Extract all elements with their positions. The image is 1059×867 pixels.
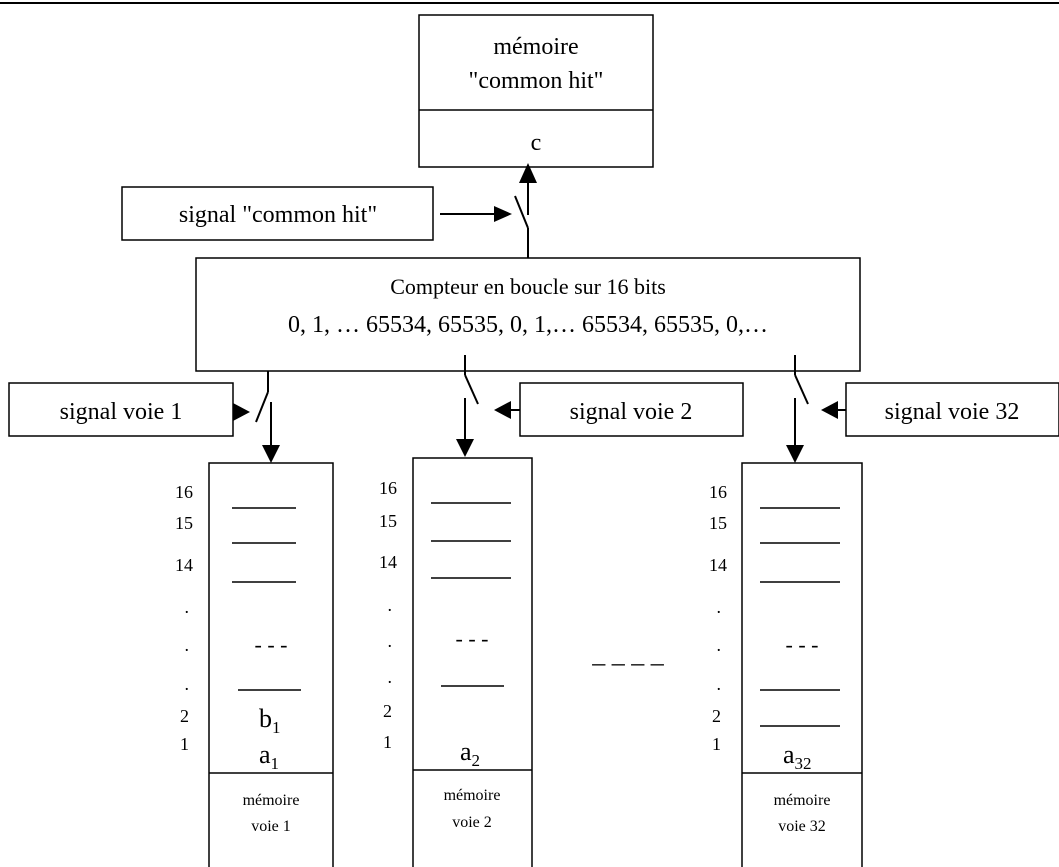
common-memory-title-line1: mémoire: [493, 34, 578, 60]
ch1-row-label: 15: [175, 513, 193, 533]
ch32-row-label: 14: [709, 555, 727, 575]
ch32-row-label: 2: [712, 706, 721, 726]
ch2-row-label: .: [388, 667, 393, 687]
between-channels-dashes: _ _ _ _: [591, 639, 665, 668]
ch32-row-label: 1: [712, 734, 721, 754]
ch1-row-label: .: [185, 635, 190, 655]
ch2-memory-outline: [412, 457, 533, 867]
ch32-signal-arrowhead: [821, 401, 838, 419]
common-signal-arrowhead: [494, 206, 512, 222]
ch1-value-b: b1: [259, 704, 281, 737]
ch1-switch-blade: [255, 391, 269, 423]
ch2-down-arrowhead: [456, 439, 474, 457]
ch2-row-label: 1: [383, 732, 392, 752]
ch1-signal-label: signal voie 1: [60, 399, 183, 425]
ch32-value-a: a32: [783, 740, 812, 773]
ch1-footer-line2: voie 1: [251, 818, 291, 835]
common-memory-title-line2: "common hit": [469, 68, 604, 94]
ch32-down-arrowhead: [786, 445, 804, 463]
ch32-ellipsis: - - -: [786, 632, 819, 657]
common-switch-blade: [514, 195, 529, 229]
common-memory-value: c: [531, 130, 542, 156]
ch32-memory-outline: [741, 462, 863, 867]
channel-32-memory: 16 15 14 . . . 2 1 - - - a32 mémoire voi…: [709, 462, 863, 867]
ch1-down-arrowhead: [262, 445, 280, 463]
ch2-row-label: 16: [379, 478, 397, 498]
ch1-row-label: 2: [180, 706, 189, 726]
ch2-row-label: 2: [383, 701, 392, 721]
ch2-footer-line1: mémoire: [444, 787, 501, 804]
ch2-row-label: 15: [379, 511, 397, 531]
ch2-signal-box: [519, 382, 744, 437]
ch32-row-label: .: [717, 597, 722, 617]
ch2-row-label: .: [388, 631, 393, 651]
ch1-footer-line1: mémoire: [243, 792, 300, 809]
common-memory-box: [418, 14, 654, 168]
common-signal-label: signal "common hit": [179, 202, 377, 228]
common-up-arrowhead: [519, 163, 537, 183]
ch2-signal-arrowhead: [494, 401, 511, 419]
ch1-row-label: 14: [175, 555, 193, 575]
ch2-footer-line2: voie 2: [452, 814, 492, 831]
ch1-row-label: 16: [175, 482, 193, 502]
ch1-row-label: .: [185, 597, 190, 617]
channel-1-memory: 16 15 14 . . . 2 1 - - - b1 a1 mémoire v…: [175, 462, 334, 867]
ch32-row-label: 16: [709, 482, 727, 502]
channel-2-memory: 16 15 14 . . . 2 1 - - - a2 mémoire voie…: [379, 457, 533, 867]
ch1-row-label: .: [185, 674, 190, 694]
ch2-switch-blade: [464, 374, 479, 405]
ch32-footer-line1: mémoire: [774, 792, 831, 809]
ch32-footer-line2: voie 32: [778, 818, 826, 835]
ch1-ellipsis: - - -: [255, 632, 288, 657]
ch32-signal-label: signal voie 32: [885, 399, 1020, 425]
ch1-value-a: a1: [259, 740, 279, 773]
counter-box: [195, 257, 861, 372]
ch2-signal-label: signal voie 2: [570, 399, 693, 425]
ch1-signal-arrowhead: [233, 403, 250, 421]
ch2-ellipsis: - - -: [456, 626, 489, 651]
ch32-row-label: 15: [709, 513, 727, 533]
ch32-row-label: .: [717, 635, 722, 655]
ch1-row-label: 1: [180, 734, 189, 754]
ch2-value-a: a2: [460, 737, 480, 770]
counter-line2: 0, 1, … 65534, 65535, 0, 1,… 65534, 6553…: [288, 312, 768, 338]
counter-line1: Compteur en boucle sur 16 bits: [390, 274, 666, 299]
ch2-row-label: 14: [379, 552, 397, 572]
ch2-row-label: .: [388, 595, 393, 615]
common-signal-box: [121, 186, 434, 241]
ch32-switch-blade: [794, 374, 809, 405]
ch1-memory-outline: [208, 462, 334, 867]
ch32-row-label: .: [717, 674, 722, 694]
